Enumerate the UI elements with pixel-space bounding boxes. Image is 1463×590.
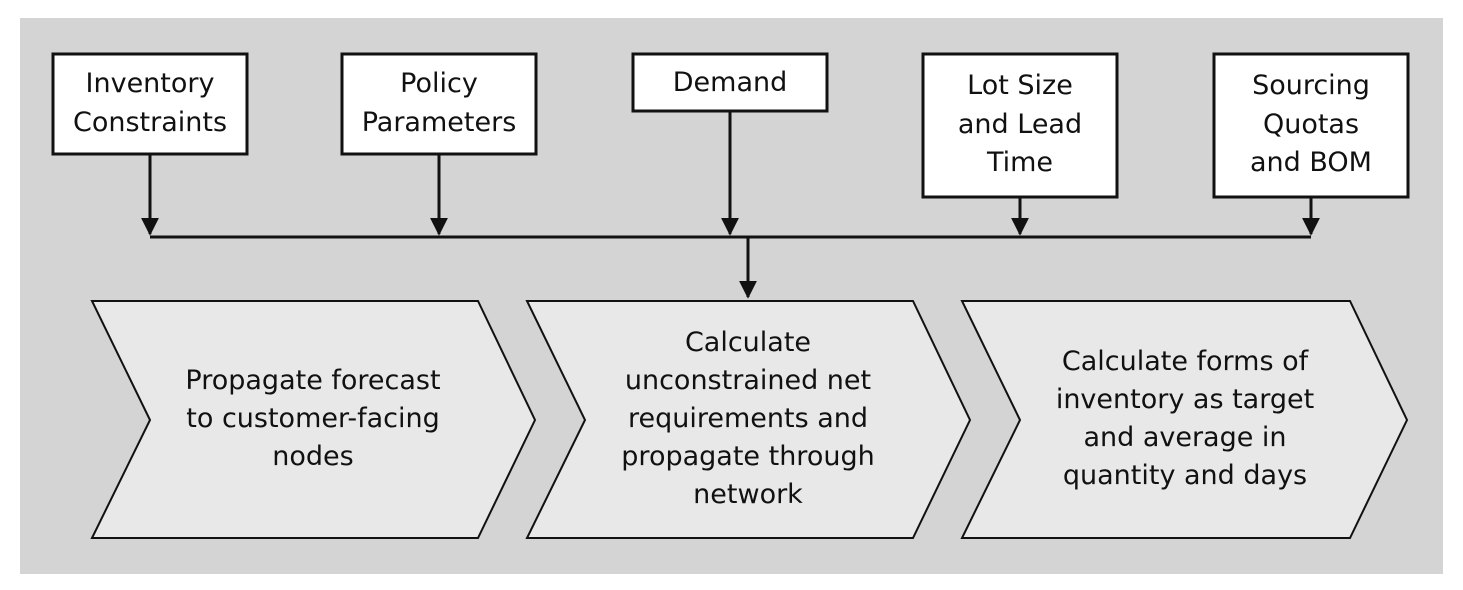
- input-label: Constraints: [73, 107, 227, 138]
- chevron-step-calculate-inventory-forms: Calculate forms of inventory as target a…: [960, 300, 1409, 539]
- chevron-step-propagate-forecast: Propagate forecast to customer-facing no…: [90, 300, 537, 539]
- input-boxes: Inventory Constraints Policy Parameters …: [51, 52, 1410, 236]
- input-label: Parameters: [362, 107, 517, 138]
- input-box-sourcing-quotas-bom: Sourcing Quotas and BOM: [1212, 52, 1410, 236]
- input-label: Policy: [400, 68, 478, 99]
- step-label: network: [693, 479, 803, 510]
- input-box-inventory-constraints: Inventory Constraints: [51, 52, 249, 236]
- input-label: Sourcing: [1252, 70, 1370, 101]
- step-label: nodes: [272, 441, 353, 472]
- step-label: quantity and days: [1063, 460, 1307, 491]
- input-label: Lot Size: [967, 70, 1073, 101]
- process-steps: Propagate forecast to customer-facing no…: [90, 300, 1409, 539]
- input-box-lot-size-lead-time: Lot Size and Lead Time: [921, 52, 1119, 236]
- step-label: to customer-facing: [186, 403, 440, 434]
- step-label: unconstrained net: [625, 365, 871, 396]
- step-label: Calculate: [685, 327, 811, 358]
- input-label: Inventory: [86, 68, 215, 99]
- chevron-step-calculate-net-requirements: Calculate unconstrained net requirements…: [525, 300, 972, 539]
- step-label: Calculate forms of: [1062, 346, 1310, 377]
- step-label: requirements and: [628, 403, 868, 434]
- step-label: propagate through: [621, 441, 874, 472]
- input-box-demand: Demand: [631, 52, 829, 236]
- input-label: Time: [986, 147, 1053, 178]
- input-label: Demand: [673, 67, 788, 98]
- input-box-policy-parameters: Policy Parameters: [340, 52, 538, 236]
- input-label: and BOM: [1250, 147, 1372, 178]
- step-label: and average in: [1083, 422, 1286, 453]
- input-label: Quotas: [1263, 109, 1359, 140]
- input-label: and Lead: [958, 109, 1082, 140]
- step-label: inventory as target: [1056, 384, 1314, 415]
- step-label: Propagate forecast: [185, 365, 440, 396]
